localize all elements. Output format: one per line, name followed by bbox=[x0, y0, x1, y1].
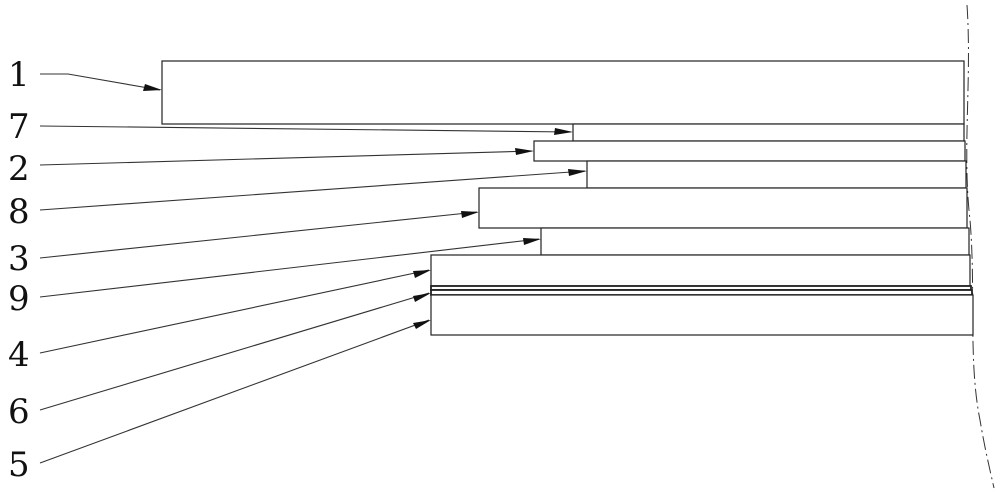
layer-5 bbox=[431, 295, 973, 335]
break-line bbox=[967, 5, 994, 488]
label-3: 3 bbox=[8, 239, 30, 279]
arrowhead-9 bbox=[523, 238, 541, 245]
leader-2 bbox=[40, 151, 532, 165]
arrowhead-2 bbox=[515, 148, 534, 155]
leader-5 bbox=[40, 320, 429, 463]
arrowhead-7 bbox=[554, 128, 573, 135]
arrowhead-1 bbox=[143, 84, 162, 91]
label-8: 8 bbox=[8, 192, 30, 232]
layer-2 bbox=[534, 141, 965, 161]
layer-7 bbox=[573, 124, 964, 141]
label-1: 1 bbox=[8, 55, 30, 95]
leader-6 bbox=[40, 293, 429, 410]
layer-3 bbox=[541, 228, 969, 255]
layer-1 bbox=[162, 61, 964, 124]
layer-9 bbox=[431, 255, 970, 286]
leader-4 bbox=[40, 270, 429, 353]
layer-8-upper bbox=[587, 161, 966, 188]
arrowhead-5 bbox=[413, 320, 431, 329]
layer-8 bbox=[479, 188, 967, 228]
leader-1 bbox=[40, 74, 160, 90]
arrowhead-6 bbox=[413, 293, 431, 302]
arrowhead-3 bbox=[461, 211, 479, 218]
layer-6 bbox=[431, 290, 972, 295]
label-4: 4 bbox=[8, 335, 30, 375]
arrowhead-4 bbox=[413, 270, 431, 278]
leader-7 bbox=[40, 126, 571, 132]
leader-3 bbox=[40, 212, 477, 258]
arrowhead-8 bbox=[568, 169, 587, 176]
label-5: 5 bbox=[8, 445, 30, 485]
label-7: 7 bbox=[8, 107, 30, 147]
label-6: 6 bbox=[8, 392, 30, 432]
label-2: 2 bbox=[8, 149, 30, 189]
label-9: 9 bbox=[8, 279, 30, 319]
